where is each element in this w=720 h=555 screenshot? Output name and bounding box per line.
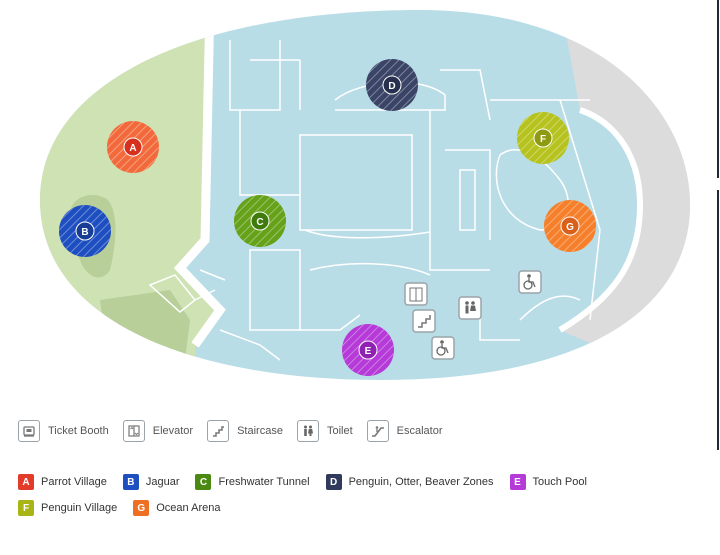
legend-zone-f[interactable]: F Penguin Village — [18, 500, 117, 516]
zone-marker-d[interactable]: D — [366, 59, 418, 111]
ticket-booth-icon — [18, 420, 40, 442]
zone-legend-continued: F Penguin Village G Ocean Arena — [18, 500, 236, 516]
legend-zone-g[interactable]: G Ocean Arena — [133, 500, 220, 516]
legend-zone-a[interactable]: A Parrot Village — [18, 474, 107, 490]
zone-label: Ocean Arena — [156, 502, 221, 514]
zone-badge: C — [195, 474, 212, 490]
legend-label: Ticket Booth — [48, 425, 109, 437]
zone-label: Touch Pool — [532, 476, 587, 488]
legend-label: Escalator — [396, 425, 443, 437]
zone-marker-e[interactable]: E — [342, 324, 394, 376]
aquarium-floor-map: A B C D E F G — [40, 10, 690, 380]
escalator-icon — [366, 420, 389, 442]
legend-zone-c[interactable]: C Freshwater Tunnel — [195, 474, 310, 490]
zone-label: Jaguar — [145, 476, 180, 488]
legend-escalator: Escalator — [366, 420, 443, 442]
zone-marker-c[interactable]: C — [234, 195, 286, 247]
zone-badge: D — [325, 474, 342, 490]
legend-label: Elevator — [152, 425, 194, 437]
svg-text:D: D — [388, 81, 395, 92]
window-edge — [717, 0, 719, 450]
map-accessible-icon[interactable] — [431, 336, 455, 360]
svg-text:C: C — [256, 217, 263, 228]
zone-badge: F — [18, 500, 34, 516]
zone-marker-b[interactable]: B — [59, 205, 111, 257]
svg-text:A: A — [129, 143, 136, 154]
map-elevator-icon[interactable] — [404, 282, 428, 306]
legend-ticket-booth: Ticket Booth — [18, 420, 109, 442]
legend-elevator: Elevator — [122, 420, 194, 442]
legend-label: Toilet — [326, 425, 353, 437]
legend-zone-b[interactable]: B Jaguar — [122, 474, 180, 490]
map-staircase-icon[interactable] — [412, 309, 436, 333]
zone-marker-a[interactable]: A — [107, 121, 159, 173]
svg-text:F: F — [540, 134, 546, 145]
boundary-wall — [173, 10, 226, 348]
zone-marker-f[interactable]: F — [517, 112, 569, 164]
zone-label: Parrot Village — [41, 476, 107, 488]
legend-toilet: Toilet — [296, 420, 353, 442]
svg-text:B: B — [81, 227, 88, 238]
facility-legend: Ticket Booth Elevator Staircase Toilet E… — [18, 420, 457, 442]
zone-label: Freshwater Tunnel — [218, 476, 310, 488]
zone-marker-g[interactable]: G — [544, 200, 596, 252]
map-toilet-icon[interactable] — [458, 296, 482, 320]
legend-zone-e[interactable]: E Touch Pool — [509, 474, 587, 490]
zone-label: Penguin, Otter, Beaver Zones — [348, 476, 494, 488]
legend-zone-d[interactable]: D Penguin, Otter, Beaver Zones — [325, 474, 494, 490]
toilet-icon — [296, 420, 319, 442]
staircase-icon — [207, 420, 230, 442]
elevator-icon — [122, 420, 145, 442]
zone-badge: G — [133, 500, 150, 516]
zone-badge: B — [122, 474, 139, 490]
svg-text:G: G — [566, 222, 574, 233]
legend-staircase: Staircase — [207, 420, 283, 442]
zone-badge: A — [18, 474, 34, 490]
zone-badge: E — [509, 474, 526, 490]
svg-text:E: E — [365, 346, 372, 357]
legend-label: Staircase — [237, 425, 283, 437]
map-accessible-icon[interactable] — [518, 270, 542, 294]
zone-legend: A Parrot Village B Jaguar C Freshwater T… — [18, 474, 603, 490]
zone-label: Penguin Village — [41, 502, 118, 514]
